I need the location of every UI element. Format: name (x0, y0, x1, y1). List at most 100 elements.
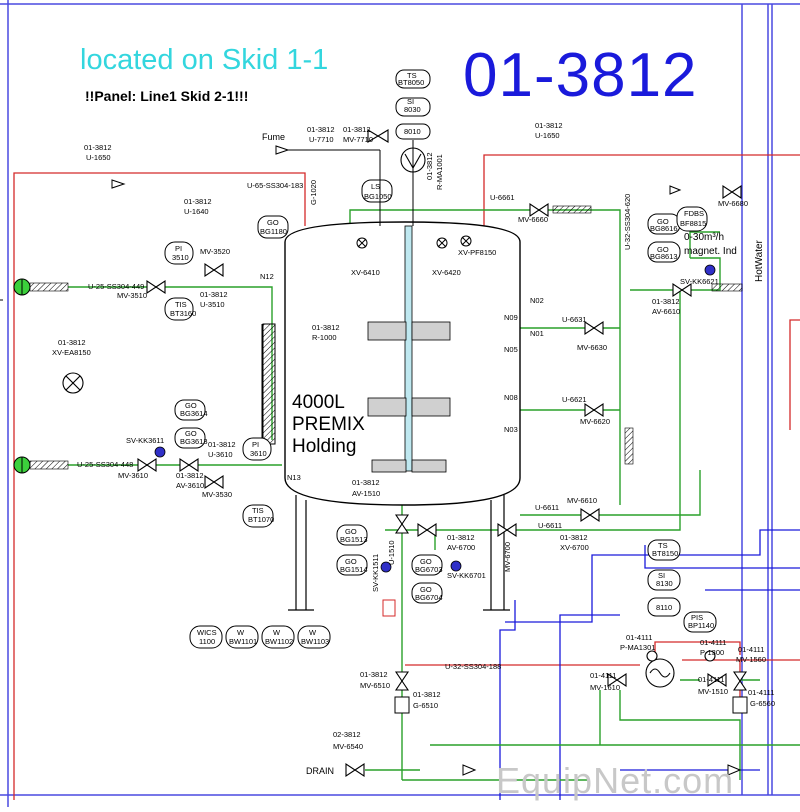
tank-function: Holding (292, 436, 357, 457)
tag-label-mv1560a: 01-4111 (738, 645, 764, 654)
tag-label-bg1050: BG1050 (364, 192, 392, 201)
tag-label-w1102: W (273, 628, 281, 637)
tag-label-mv1510b: MV-1510 (698, 687, 728, 696)
tag-label-g6560b: G-6560 (750, 699, 775, 708)
tag-label-line620: U-32-SS304-620 (623, 194, 632, 250)
tag-label-mv6610: MV-6610 (567, 496, 597, 505)
tag-label-bf8815: BF8815 (680, 219, 706, 228)
tag-label-mv1610b: MV-1610 (590, 683, 620, 692)
tag-label-si8030b: 8030 (404, 105, 421, 114)
tag-label-go6703: GO (420, 557, 432, 566)
tank-description: 4000L PREMIX Holding (292, 392, 402, 458)
tag-label-p1300b: P-1300 (700, 648, 724, 657)
tag-label-pi3610: PI (252, 440, 259, 449)
tag-label-mv3510: MV-3510 (117, 291, 147, 300)
tag-label-drain: DRAIN (306, 766, 334, 776)
tag-label-flow1: 0-30m³/h (684, 232, 724, 243)
document-number: 01-3812 (463, 41, 698, 110)
tag-label-xv6700a: 01-3812 (560, 533, 588, 542)
tag-label-bt3160: BT3160 (170, 309, 196, 318)
tag-label-nb5: N08 (504, 393, 518, 402)
tag-label-mv7710a: 01-3812 (343, 125, 371, 134)
product-lines (68, 209, 800, 781)
tag-label-rm1001a: 01-3812 (425, 152, 434, 180)
tag-label-wics: WICS (197, 628, 217, 637)
feed-inlets (13, 278, 31, 474)
tag-label-bg3613: BG3613 (180, 437, 208, 446)
tag-label-xv6410: XV-6410 (351, 268, 380, 277)
tag-label-u7710a: 01-3812 (307, 125, 335, 134)
tag-label-go1180: GO (267, 218, 279, 227)
tag-label-mv6540a: 02-3812 (333, 730, 361, 739)
tag-label-ts8050a: TS (407, 71, 417, 80)
g6560-body (732, 696, 748, 714)
tag-label-u6611b: U-6611 (538, 521, 562, 530)
tag-label-nb8: N01 (530, 329, 544, 338)
tag-label-ea8150a: 01-3812 (58, 338, 86, 347)
tank-type: PREMIX (292, 414, 365, 435)
tank-tag-bottom-area: 01-3812 (352, 478, 380, 487)
tag-label-u1510: U-1510 (387, 540, 396, 565)
tag-label-fdbs: FDBS (684, 209, 704, 218)
tag-label-mv6620: MV-6620 (580, 417, 610, 426)
tag-label-bw1102: BW1102 (265, 637, 293, 646)
tag-label-u1650rb: U-1650 (535, 131, 560, 140)
tag-label-nb4: N05 (504, 345, 518, 354)
xv-ea8150-symbol (62, 372, 84, 394)
tag-label-bg8613: BG8613 (650, 252, 678, 261)
tag-label-ts8050b: BT8050 (398, 78, 424, 87)
tag-label-mv7710b: MV-7710 (343, 135, 373, 144)
valves (137, 129, 748, 778)
tag-label-u6661: U-6661 (490, 193, 515, 202)
tag-label-tis3160: TIS (175, 300, 187, 309)
tank-volume: 4000L (292, 392, 345, 413)
tag-label-nb2: N13 (287, 473, 301, 482)
tag-label-mv3520: MV-3520 (200, 247, 230, 256)
tag-label-bg6703: BG6703 (415, 565, 443, 574)
tag-label-hotwater: HotWater (754, 239, 765, 282)
tag-label-nb7: N02 (530, 296, 544, 305)
tag-label-mv3530: MV-3530 (202, 490, 232, 499)
tag-label-nb6: N03 (504, 425, 518, 434)
tag-label-bt1070: BT1070 (248, 515, 274, 524)
tag-label-bg1514: BG1514 (340, 565, 368, 574)
tag-label-u1650a: 01-3812 (84, 143, 112, 152)
watermark: EquipNet.com (496, 760, 735, 801)
tag-label-p1300a: 01-4111 (700, 638, 726, 647)
instrument-bubbles (164, 69, 717, 649)
tag-label-pma1301b: P-MA1301 (620, 643, 655, 652)
tag-label-pis1140: PIS (691, 613, 703, 622)
tag-label-mv1610a: 01-4111 (590, 671, 616, 680)
g6510-body (394, 696, 410, 714)
tag-label-av6700a: 01-3812 (447, 533, 475, 542)
tag-label-go6704: GO (420, 585, 432, 594)
solenoid-dots (154, 264, 716, 573)
tag-label-n8110: 8110 (656, 603, 672, 612)
tag-label-ts8150: TS (658, 541, 668, 550)
tank-tag-bottom-valve: AV-1510 (352, 489, 380, 498)
tag-label-u3510a: 01-3812 (200, 290, 228, 299)
tag-label-u6631: U-6631 (562, 315, 587, 324)
tag-label-line449: U-25-SS304-449 (88, 282, 144, 291)
tag-label-n8010: 8010 (404, 127, 421, 136)
tag-label-go1513: GO (345, 527, 357, 536)
tag-label-rm1001b: R-MA1001 (435, 154, 444, 190)
tag-label-mv6630: MV-6630 (577, 343, 607, 352)
tag-label-u1640b: U-1640 (184, 207, 209, 216)
tag-label-u3510b: U-3510 (200, 300, 225, 309)
tag-label-bp1140: BP1140 (688, 621, 714, 630)
tag-label-mv6680: MV-6680 (718, 199, 748, 208)
tag-label-line183: U-65-SS304-183 (247, 181, 303, 190)
tag-label-go3613: GO (185, 429, 197, 438)
tag-label-mv6540b: MV-6540 (333, 742, 363, 751)
tag-label-si8130: SI (658, 571, 665, 580)
tag-label-xvpf8150: XV-PF8150 (458, 248, 496, 257)
tag-label-ea8150b: XV-EA8150 (52, 348, 91, 357)
tag-label-av6610a: 01-3812 (652, 297, 680, 306)
tag-label-bg3614: BG3614 (180, 409, 208, 418)
tag-label-fume: Fume (262, 132, 285, 142)
tag-label-w1101: W (237, 628, 245, 637)
